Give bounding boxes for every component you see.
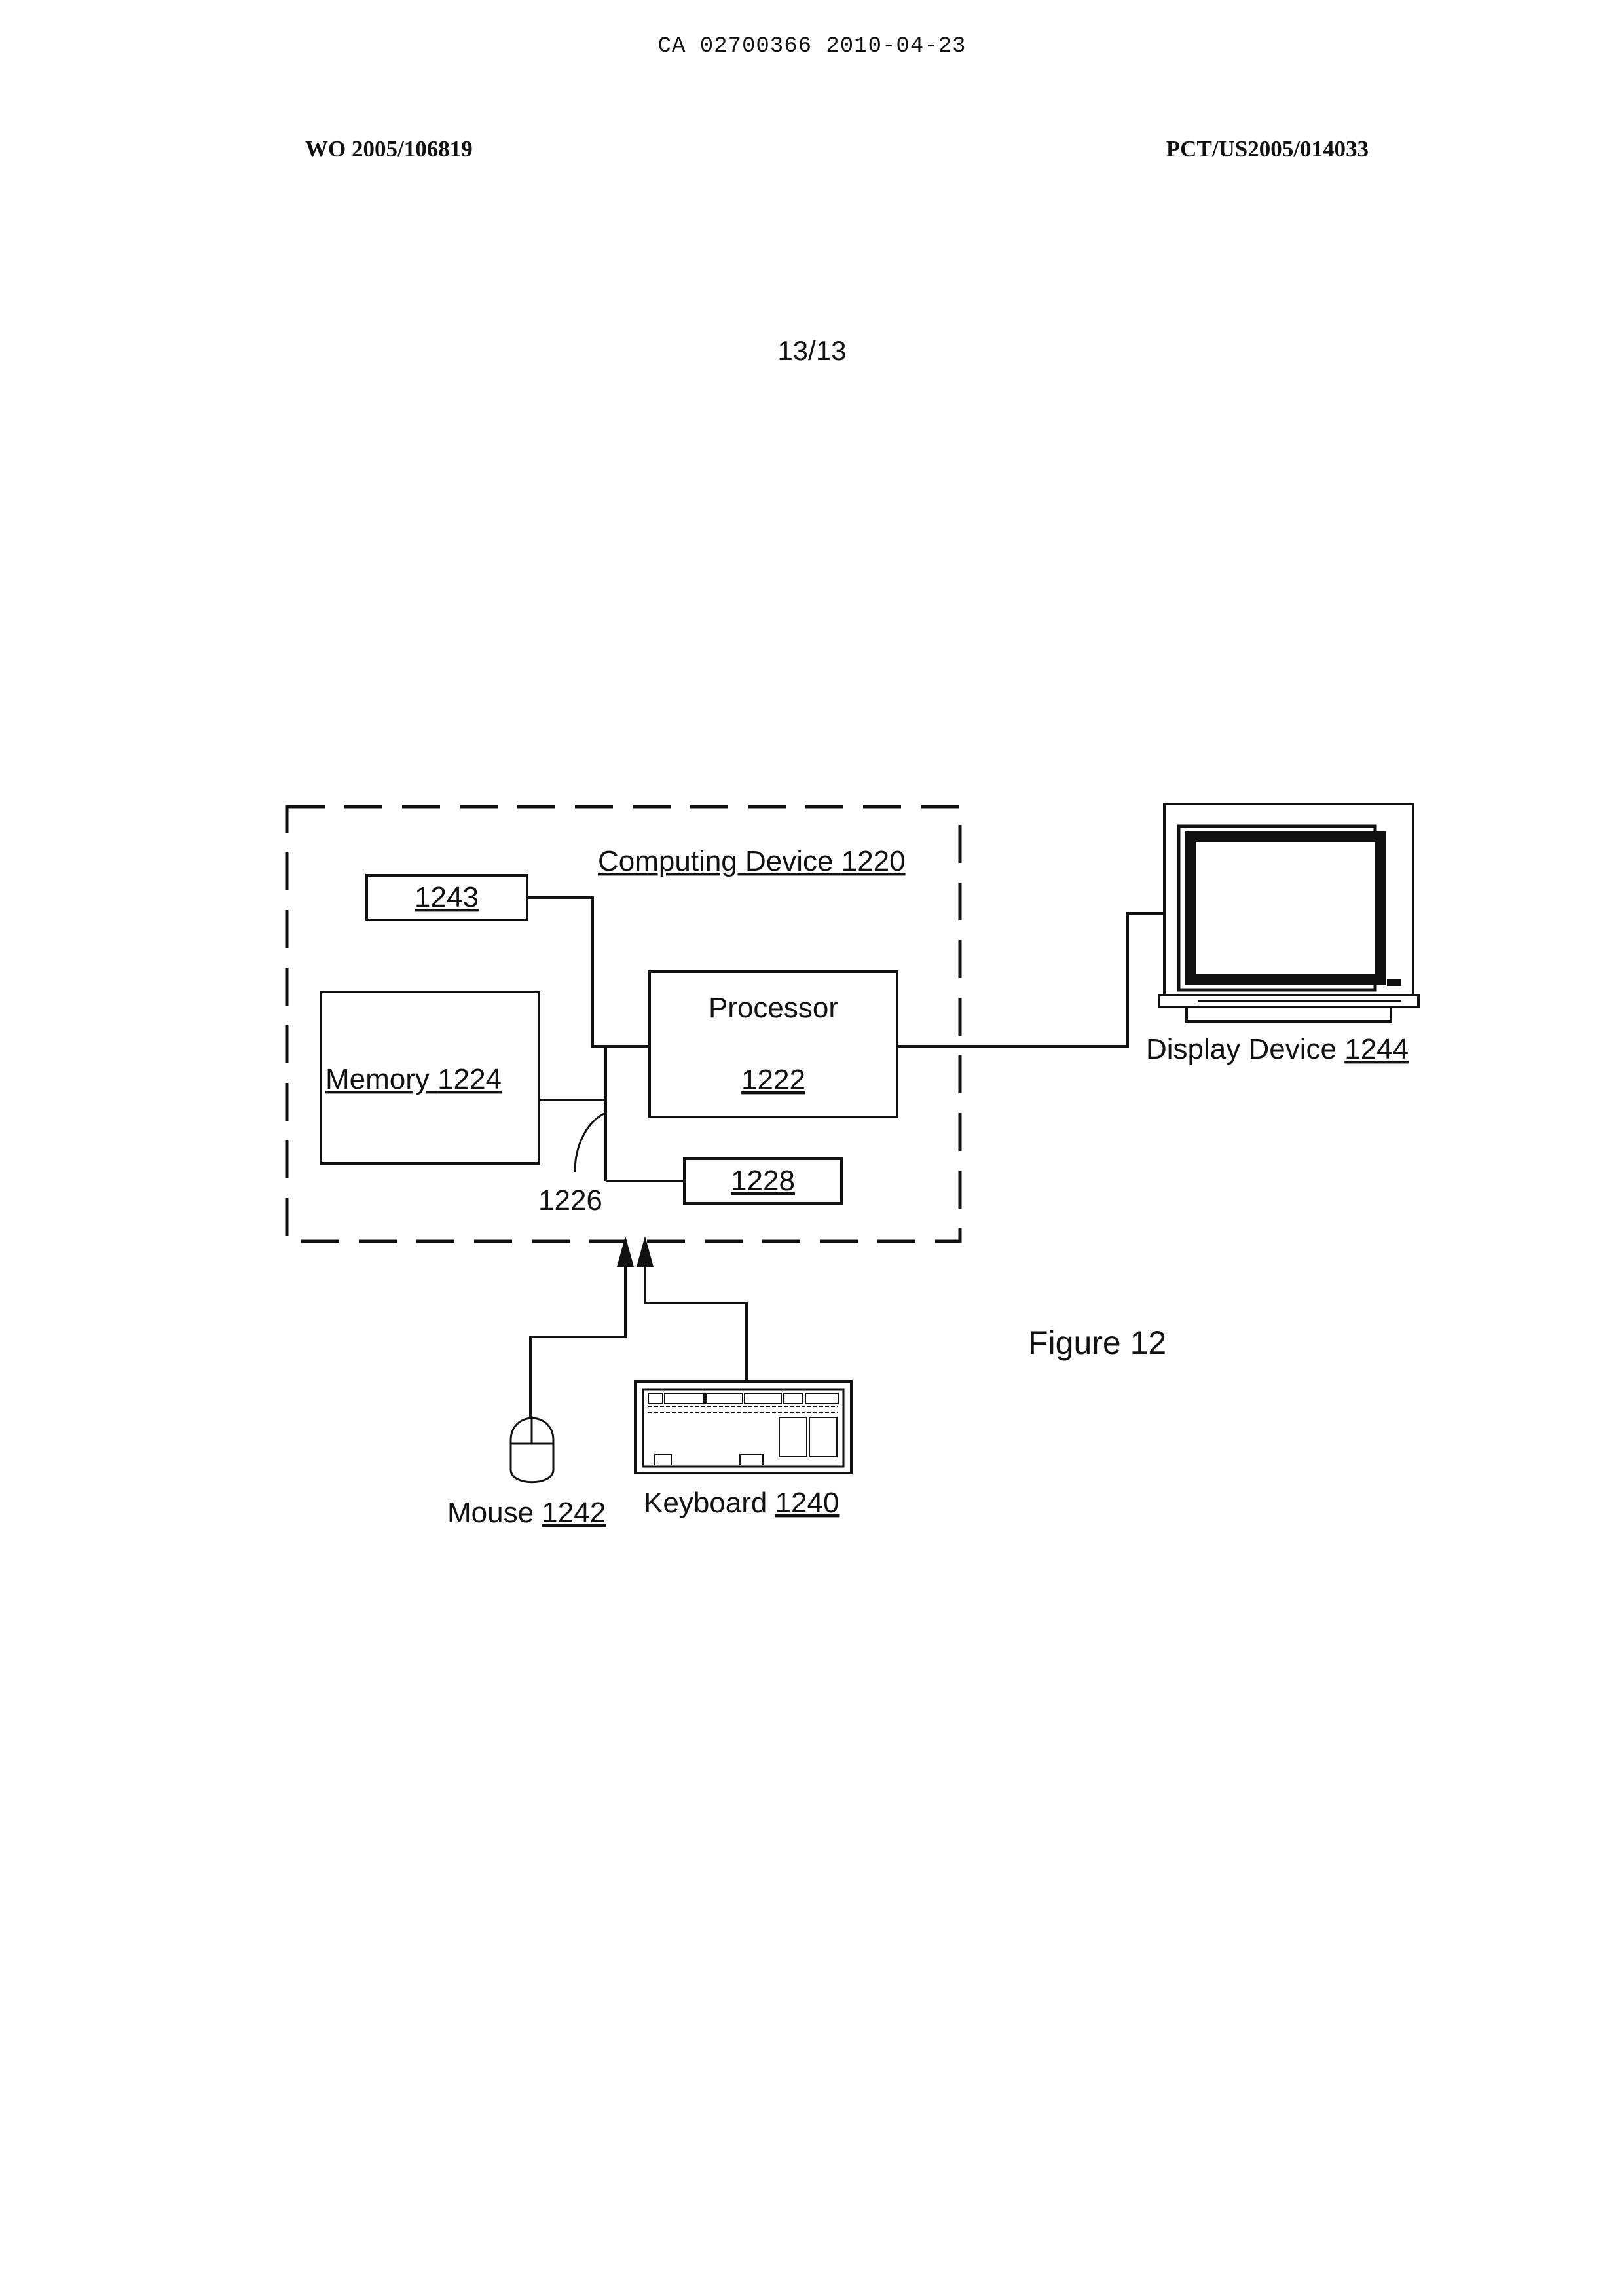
memory-label: Memory 1224 xyxy=(325,1063,502,1095)
unit-1228-label: 1228 xyxy=(731,1165,795,1197)
display-connection-line xyxy=(897,913,1164,1046)
display-device-icon xyxy=(1159,804,1418,1021)
mouse-label: Mouse 1242 xyxy=(447,1497,606,1529)
processor-ref: 1222 xyxy=(741,1064,805,1096)
keyboard-label: Keyboard 1240 xyxy=(644,1487,839,1519)
mouse-icon xyxy=(511,1416,553,1482)
bus-ref-label: 1226 xyxy=(538,1184,602,1216)
bus-leader-line xyxy=(575,1113,606,1172)
bus-lines xyxy=(527,898,684,1181)
processor-label: Processor xyxy=(709,992,838,1024)
unit-1243-label: 1243 xyxy=(415,881,479,913)
display-device-label: Display Device 1244 xyxy=(1146,1033,1409,1065)
keyboard-icon xyxy=(635,1381,851,1473)
computing-device-label: Computing Device 1220 xyxy=(598,845,906,877)
figure-label: Figure 12 xyxy=(1028,1324,1166,1361)
